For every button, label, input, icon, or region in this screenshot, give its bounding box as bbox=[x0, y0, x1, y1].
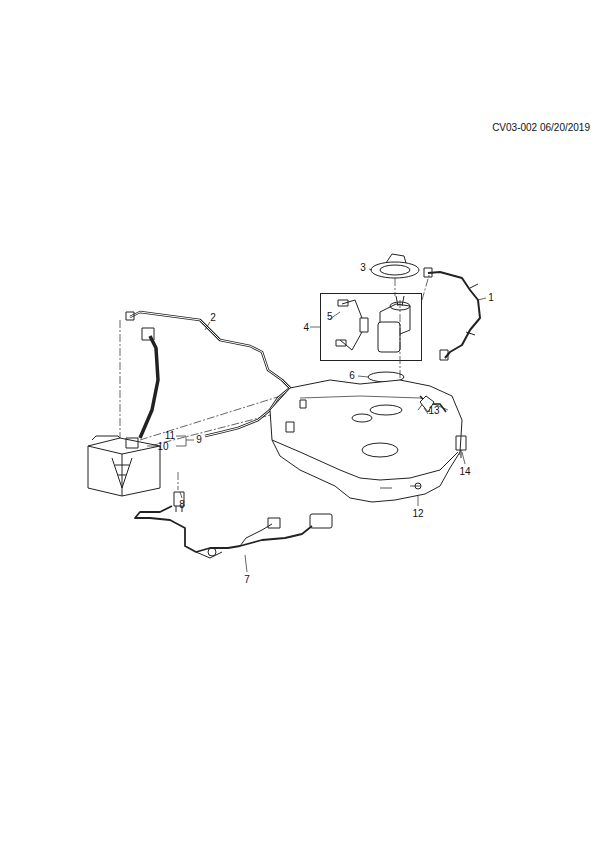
lock-ring bbox=[371, 254, 419, 278]
callout-number: 10 bbox=[157, 441, 168, 453]
callout-number: 4 bbox=[303, 322, 309, 334]
callout-number: 9 bbox=[196, 434, 202, 446]
drawing-id: CV03-002 06/20/2019 bbox=[492, 122, 590, 134]
callout-number: 6 bbox=[349, 370, 355, 382]
callout-number: 13 bbox=[428, 405, 439, 417]
valve bbox=[456, 436, 466, 458]
callout-number: 5 bbox=[327, 311, 333, 323]
connector bbox=[142, 328, 154, 340]
callout-number: 7 bbox=[244, 574, 250, 586]
callout-number: 12 bbox=[412, 508, 423, 520]
leader-line bbox=[147, 269, 486, 572]
callout-number: 3 bbox=[360, 262, 366, 274]
vent-hose bbox=[140, 336, 158, 438]
harness bbox=[424, 268, 480, 360]
callout-number: 14 bbox=[459, 466, 470, 478]
assembly-box: 45 bbox=[320, 293, 422, 361]
fuel-pump-module bbox=[336, 296, 410, 352]
callout-number: 8 bbox=[179, 499, 185, 511]
fuel-tank bbox=[270, 380, 462, 502]
callout-number: 2 bbox=[210, 312, 216, 324]
sensor bbox=[174, 492, 184, 512]
evap-canister bbox=[88, 436, 160, 496]
callout-number: 11 bbox=[165, 430, 175, 442]
harness bbox=[135, 506, 332, 558]
callout-number: 1 bbox=[488, 292, 494, 304]
